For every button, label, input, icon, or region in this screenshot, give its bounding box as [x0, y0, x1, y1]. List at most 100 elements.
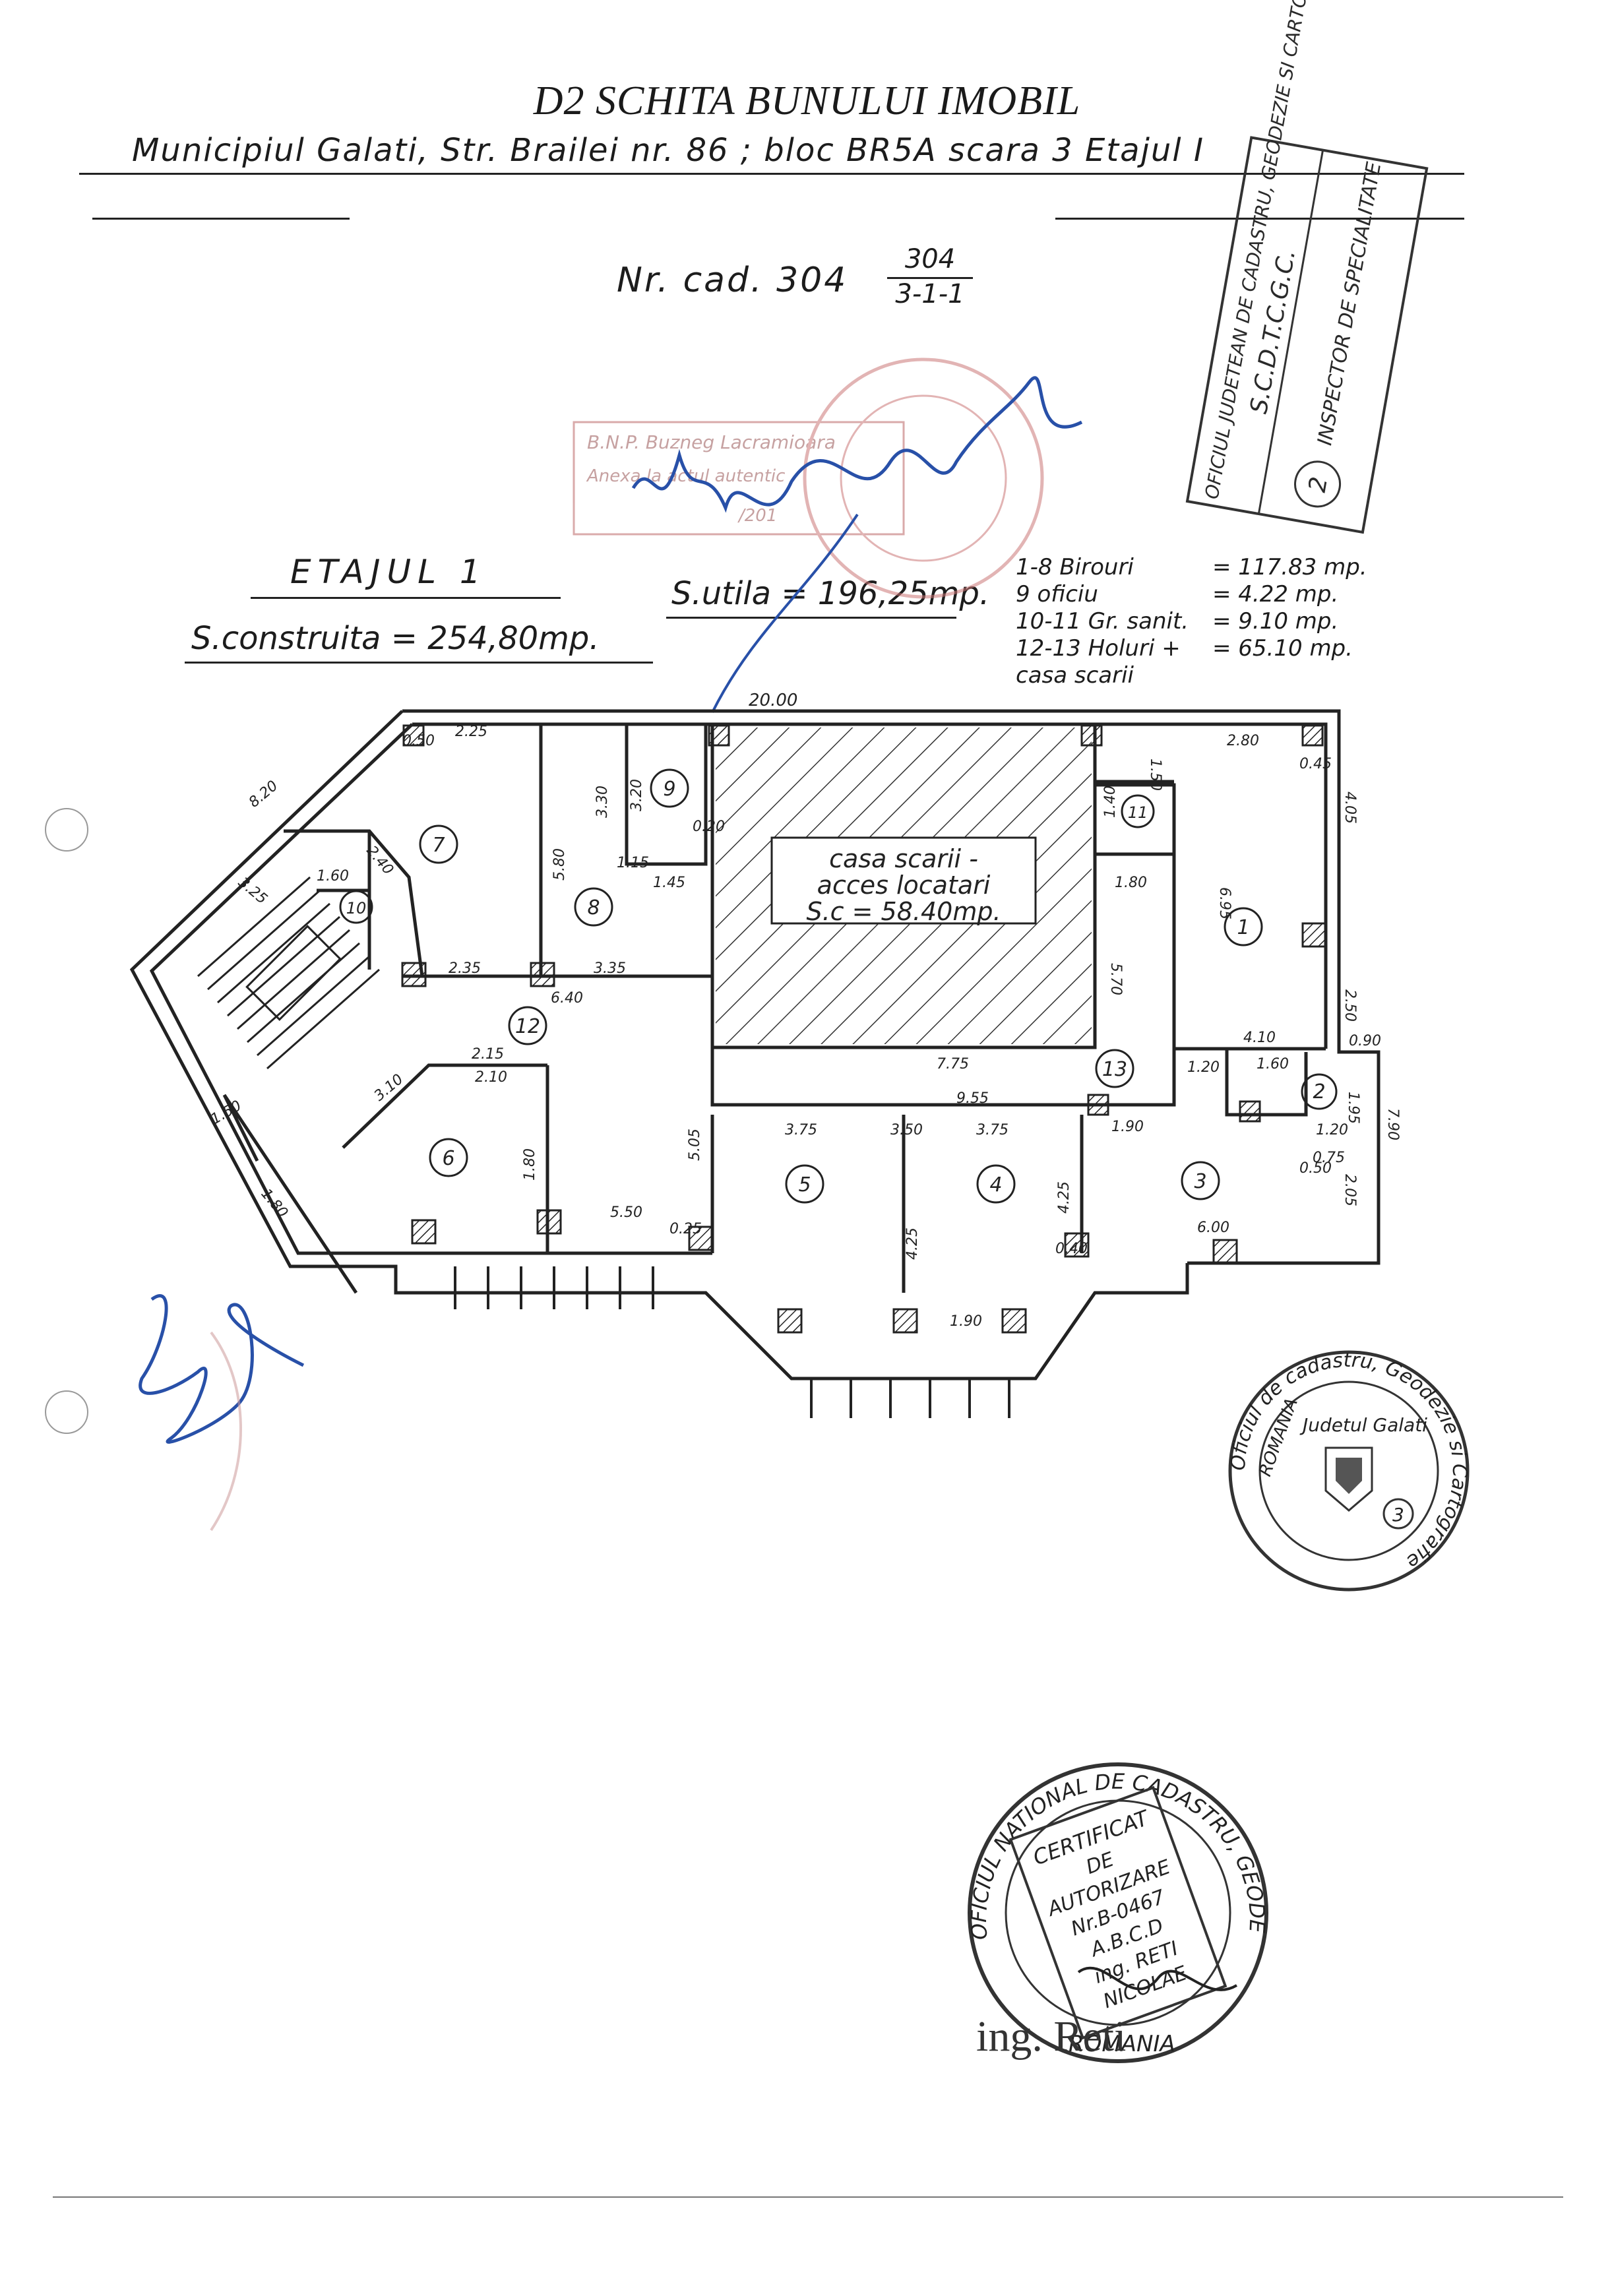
- corridor-13-wall: [710, 783, 1176, 1107]
- dimension: 7.75: [937, 1056, 969, 1072]
- ocpi-stamp: OFICIUL JUDETEAN DE CADASTRU, GEODEZIE S…: [1185, 0, 1429, 534]
- dimension: 2.80: [1227, 733, 1259, 749]
- dimension: 5.70: [1107, 963, 1124, 995]
- room-number-2: 2: [1313, 1080, 1325, 1103]
- dimension: 0.20: [693, 819, 725, 835]
- county-stamp-number: 3: [1392, 1504, 1404, 1526]
- dimension: 4.25: [1056, 1181, 1072, 1214]
- dimension: 1.95: [1345, 1092, 1361, 1124]
- dimension: 3.75: [785, 1122, 817, 1138]
- stairwell-label-line1: casa scarii -: [829, 844, 978, 873]
- ocpi-stamp-text: OFICIUL JUDETEAN DE CADASTRU, GEODEZIE S…: [1200, 0, 1335, 501]
- dimension: 1.40: [1102, 786, 1119, 818]
- room-number-1: 1: [1237, 916, 1249, 939]
- room-circle-9: [650, 768, 689, 808]
- cadastral-fraction-top: 304: [887, 244, 973, 279]
- stamps-bottom: Oficiul de cadastru, Geodezie si Cartogr…: [139, 1294, 1471, 2063]
- dimension: 5.05: [687, 1129, 703, 1161]
- breakdown-row: 12-13 Holuri + casa scarii = 65.10 mp.: [1016, 635, 1367, 689]
- pillars: [401, 724, 1327, 1334]
- balcony-walls: [222, 1094, 358, 1294]
- dimension: 0.50: [402, 733, 435, 749]
- breakdown-value: = 9.10 mp.: [1212, 608, 1339, 635]
- binder-hole-top: [45, 808, 88, 852]
- dimension: 1.60: [1257, 1056, 1289, 1072]
- dimension: 3.10: [371, 1071, 407, 1105]
- breakdown-value: = 4.22 mp.: [1212, 581, 1339, 607]
- dimension: 1.50: [1147, 759, 1164, 791]
- room-number-5: 5: [798, 1173, 811, 1196]
- dimension: 6.00: [1197, 1220, 1229, 1236]
- stairwell-label-box: [770, 836, 1037, 925]
- dimension: 2.35: [449, 960, 481, 977]
- binder-hole-bottom: [45, 1390, 88, 1434]
- signature-left: [139, 1294, 305, 1444]
- room-number-8: 8: [587, 896, 600, 919]
- dimension: 0.25: [669, 1221, 702, 1237]
- county-round-stamp: Oficiul de cadastru, Geodezie si Cartogr…: [1227, 1349, 1471, 1592]
- dimension: 2.10: [475, 1069, 507, 1086]
- dimension: 0.75: [1313, 1150, 1345, 1166]
- dimension: 6.40: [551, 990, 583, 1007]
- room-circle-10: [339, 890, 373, 924]
- area-breakdown: 1-8 Birouri = 117.83 mp. 9 oficiu = 4.22…: [1016, 554, 1367, 689]
- engineer-name: ing. Reti: [976, 2012, 1127, 2061]
- dimension: 3.30: [594, 786, 611, 818]
- breakdown-label: 12-13 Holuri + casa scarii: [1016, 635, 1181, 689]
- dimension: 1.90: [1111, 1119, 1144, 1135]
- address-underline: [79, 173, 1464, 175]
- floor-plan: 1 2 3 4 5 6 7 8 9 10 11 12 13 casa scari…: [129, 691, 1401, 1418]
- dimension: 1.20: [1316, 1122, 1348, 1138]
- room-number-7: 7: [432, 834, 445, 857]
- room-circle-12: [508, 1006, 547, 1045]
- county-stamp-inner: Judetul Galati: [1299, 1414, 1427, 1436]
- stairwell: [710, 722, 1097, 1049]
- dimension: 7.90: [1384, 1108, 1401, 1140]
- room-number-12: 12: [515, 1015, 540, 1038]
- dimension: 1.80: [522, 1148, 538, 1181]
- dimension: 9.55: [956, 1090, 989, 1107]
- room-circle-1: [1224, 907, 1263, 946]
- room-number-9: 9: [663, 778, 675, 801]
- dimension: 0.40: [1055, 1241, 1088, 1257]
- room-circle-5: [785, 1164, 824, 1204]
- usable-area-underline: [666, 617, 956, 619]
- cadastral-number: Nr. cad. 304: [617, 261, 848, 300]
- dimension: 20.00: [749, 691, 797, 710]
- breakdown-value: = 117.83 mp.: [1212, 554, 1367, 580]
- dimension: 3.20: [629, 779, 645, 811]
- dimension: 3.25: [235, 874, 270, 908]
- breakdown-label: 10-11 Gr. sanit.: [1016, 608, 1189, 635]
- dimension: 5.80: [551, 848, 568, 881]
- room-circle-2: [1301, 1073, 1338, 1110]
- dimension: 3.75: [976, 1122, 1009, 1138]
- dimension: 0.90: [1349, 1033, 1381, 1049]
- dimension: 2.50: [1342, 989, 1358, 1022]
- built-area-underline: [185, 662, 653, 664]
- footer-rule: [53, 2196, 1563, 2198]
- breakdown-label: 1-8 Birouri: [1016, 554, 1134, 580]
- dimension: 2.25: [455, 724, 487, 740]
- sanitary-11-walls: [1095, 780, 1174, 856]
- certificate-signature: [1077, 1966, 1238, 1991]
- ocpi-stamp-number: 2: [1304, 475, 1333, 495]
- room-number-4: 4: [989, 1173, 1002, 1196]
- breakdown-row: 10-11 Gr. sanit. = 9.10 mp.: [1016, 608, 1367, 635]
- breakdown-value: = 65.10 mp.: [1212, 635, 1353, 662]
- room-circle-6: [429, 1138, 468, 1177]
- dimension: 1.15: [617, 855, 649, 871]
- notary-stamp-year: /201: [737, 506, 777, 526]
- notary-stamp-text: B.N.P. Buzneg Lacramioara: [587, 431, 836, 453]
- dimension: 2.15: [472, 1046, 504, 1063]
- ocpi-stamp-inspector: INSPECTOR DE SPECIALITATE: [1313, 160, 1386, 447]
- signature-top-tail: [711, 513, 859, 713]
- stair-steps: [197, 876, 380, 1070]
- coat-of-arms-icon: [1324, 1446, 1373, 1512]
- breakdown-row: 9 oficiu = 4.22 mp.: [1016, 581, 1367, 608]
- room-circle-13: [1095, 1049, 1134, 1088]
- dimension: 3.35: [594, 960, 626, 977]
- dimension: 6.95: [1216, 887, 1233, 919]
- dimension: 4.10: [1243, 1030, 1276, 1046]
- dimension: 1.20: [1187, 1059, 1220, 1076]
- document-title: D2 SCHITA BUNULUI IMOBIL: [533, 78, 1081, 123]
